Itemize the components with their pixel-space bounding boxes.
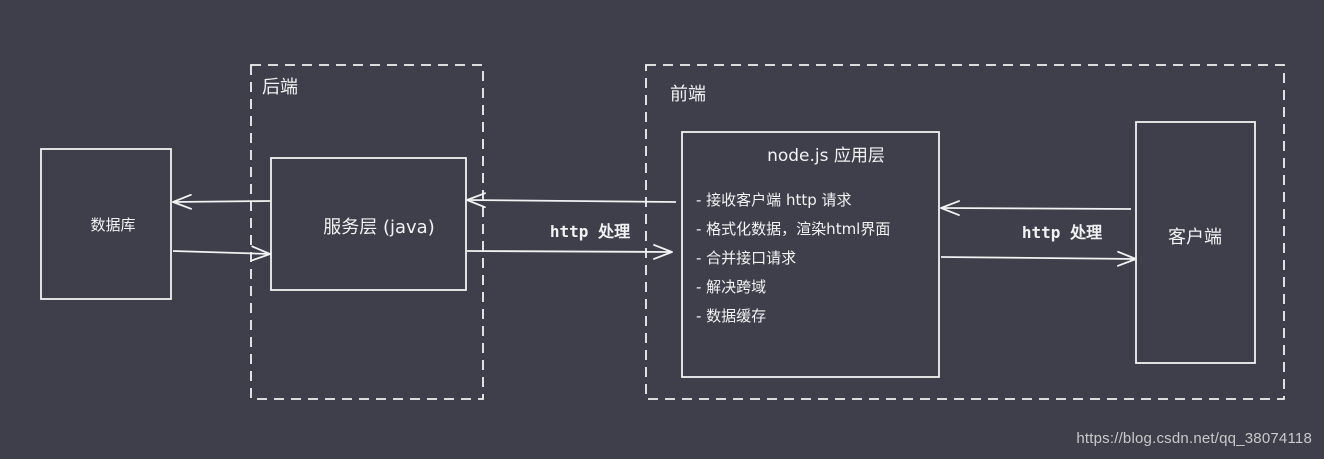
- database-label: 数据库: [90, 216, 135, 234]
- arrow-node-to-client: [940, 250, 1137, 267]
- arrow-service-to-node: [466, 244, 673, 260]
- service-layer-label: 服务层 (java): [323, 217, 434, 238]
- node-layer-title: node.js 应用层: [767, 146, 885, 166]
- frontend-label: 前端: [670, 84, 706, 105]
- service-layer-node: 服务层 (java): [270, 157, 467, 291]
- service-layer-box: [270, 157, 467, 291]
- arrow-node-to-service: [466, 192, 677, 209]
- node-layer-item: - 格式化数据，渲染html界面: [696, 220, 890, 238]
- node-layer-item: - 数据缓存: [696, 307, 766, 325]
- client-box: [1135, 121, 1256, 364]
- client-label: 客户端: [1168, 227, 1222, 248]
- client-node: 客户端: [1135, 121, 1256, 364]
- frontend-group-border: [645, 64, 1285, 400]
- node-layer-node: node.js 应用层 - 接收客户端 http 请求 - 格式化数据，渲染ht…: [681, 131, 940, 378]
- arrow-service-to-database: [172, 193, 271, 210]
- arrow-database-to-service: [172, 245, 271, 262]
- edge-label-service-node: http 处理: [550, 222, 630, 241]
- arrow-client-to-node: [940, 200, 1132, 216]
- backend-label: 后端: [262, 77, 298, 98]
- watermark: https://blog.csdn.net/qq_38074118: [1076, 430, 1312, 447]
- node-layer-box: [681, 131, 940, 378]
- node-layer-item: - 接收客户端 http 请求: [696, 191, 852, 209]
- node-layer-item: - 合并接口请求: [696, 249, 796, 267]
- node-layer-item: - 解决跨域: [696, 278, 766, 296]
- backend-group-border: [250, 64, 484, 400]
- frontend-group: 前端: [645, 64, 1285, 400]
- database-box: [40, 148, 172, 300]
- backend-group: 后端: [250, 64, 484, 400]
- edge-label-node-client: http 处理: [1022, 223, 1102, 242]
- database-node: 数据库: [40, 148, 172, 300]
